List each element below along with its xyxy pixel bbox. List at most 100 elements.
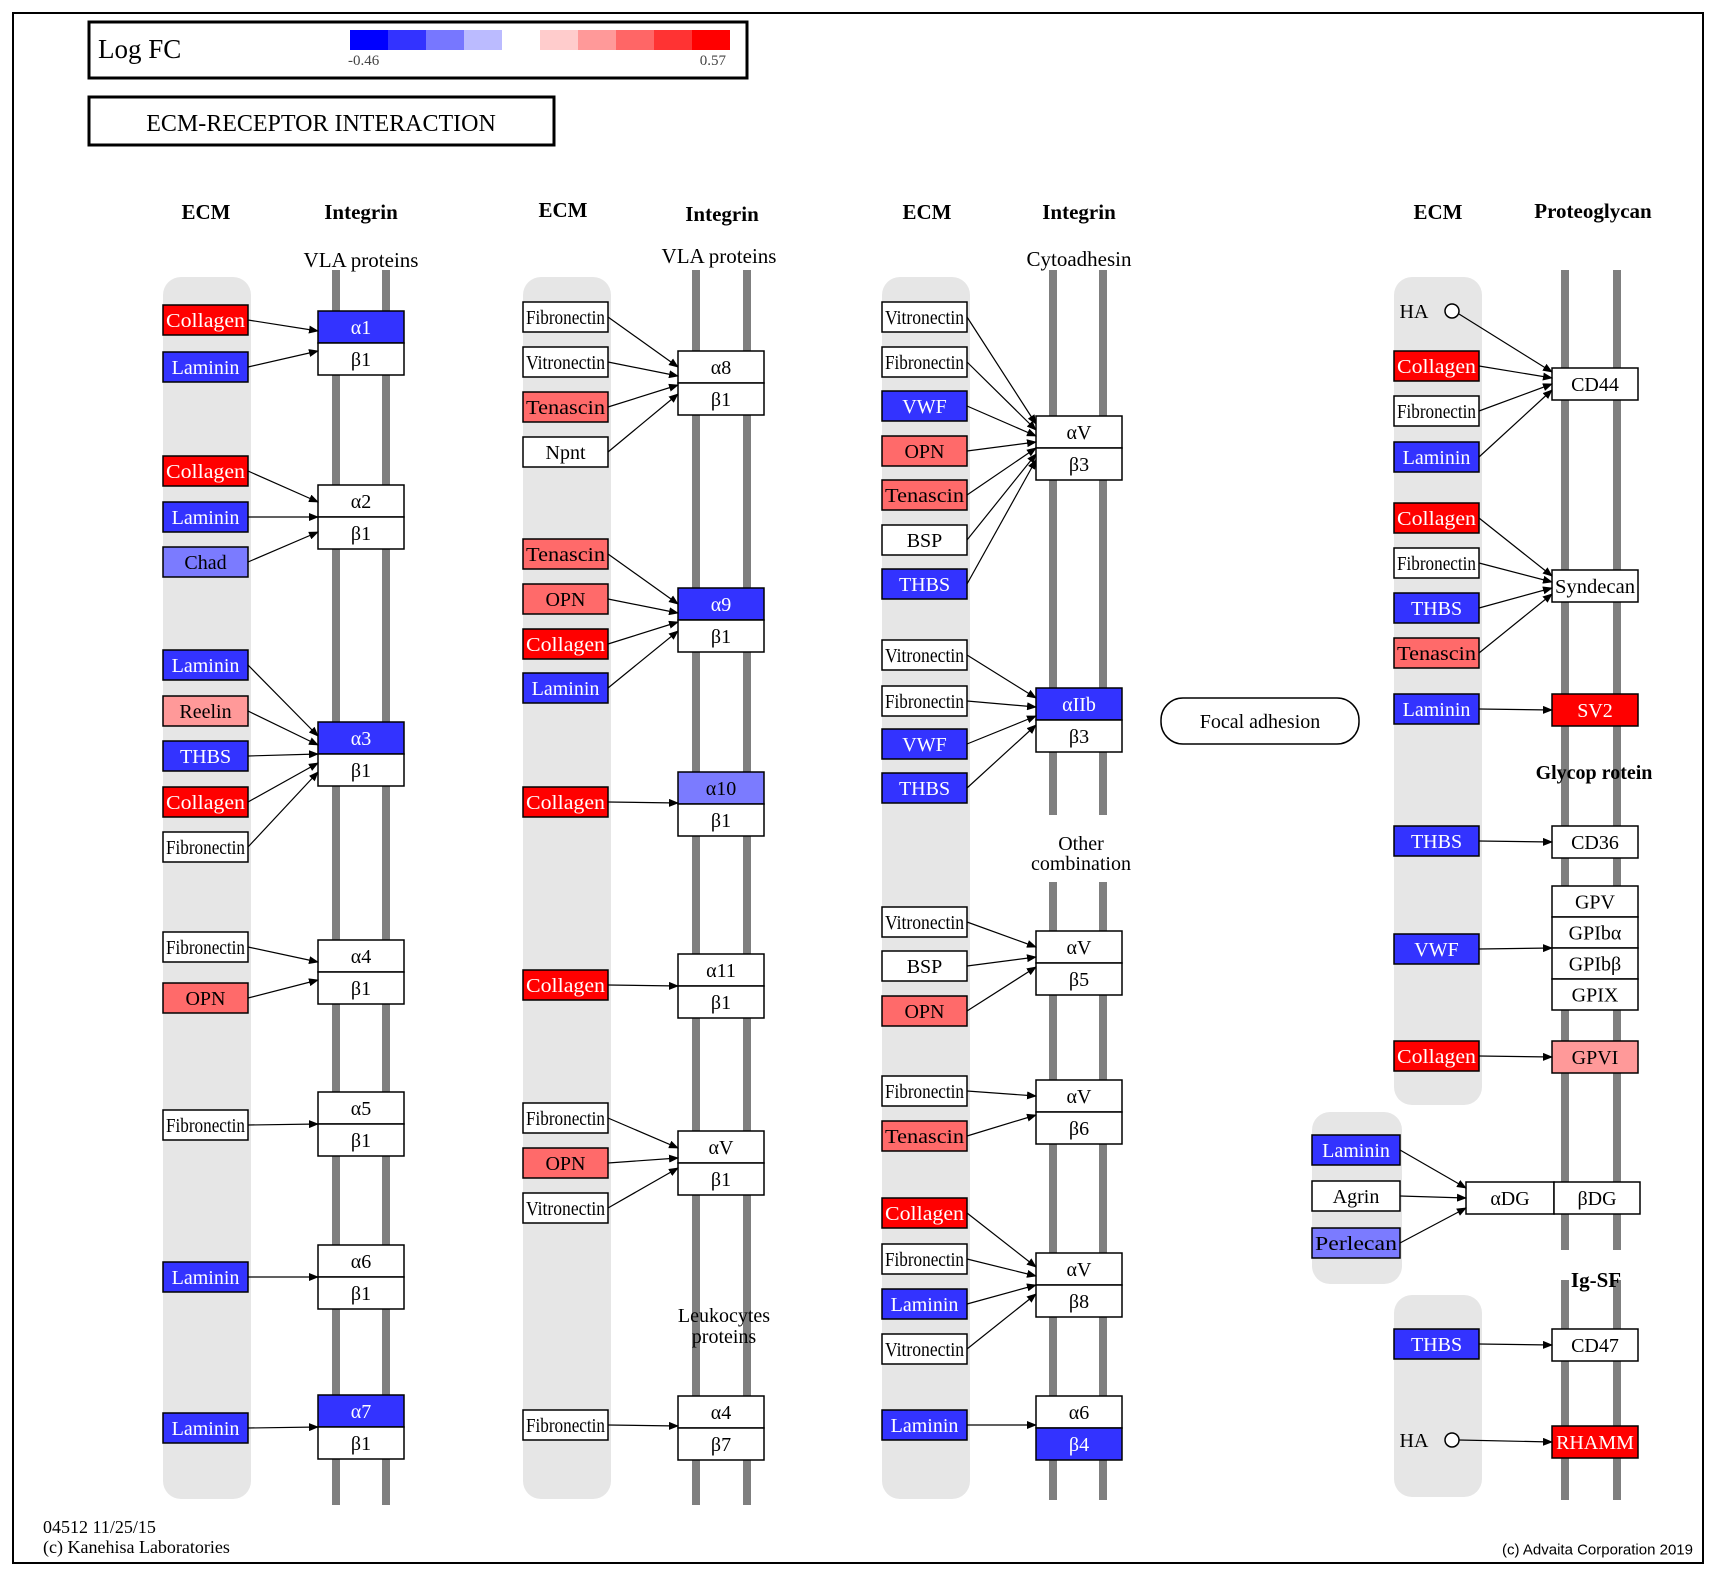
receptor-b4[interactable]: β4	[1035, 1427, 1123, 1461]
receptor-b3[interactable]: β3	[1035, 719, 1123, 753]
receptor-a10[interactable]: α10	[677, 771, 765, 805]
receptor-b1[interactable]: β1	[317, 1426, 405, 1460]
receptor-gpiba[interactable]: GPIbα	[1551, 916, 1639, 949]
gene-collagen[interactable]: Collagen	[1393, 350, 1480, 382]
receptor-b1[interactable]: β1	[317, 516, 405, 550]
gene-laminin[interactable]: Laminin	[162, 649, 249, 681]
gene-laminin[interactable]: Laminin	[881, 1288, 968, 1320]
gene-tenascin[interactable]: Tenascin	[522, 391, 609, 423]
gene-vitronectin[interactable]: Vitronectin	[881, 906, 968, 938]
gene-thbs[interactable]: THBS	[881, 772, 968, 804]
receptor-b1[interactable]: β1	[677, 619, 765, 653]
receptor-cd44[interactable]: CD44	[1551, 367, 1639, 401]
gene-laminin[interactable]: Laminin	[162, 501, 249, 533]
gene-laminin[interactable]: Laminin	[162, 1261, 249, 1293]
gene-fibronectin[interactable]: Fibronectin	[881, 1075, 968, 1107]
receptor-a6[interactable]: α6	[1035, 1395, 1123, 1429]
gene-laminin[interactable]: Laminin	[1393, 693, 1480, 725]
receptor-b8[interactable]: β8	[1035, 1284, 1123, 1318]
gene-opn[interactable]: OPN	[881, 435, 968, 467]
receptor-b1[interactable]: β1	[677, 382, 765, 416]
gene-vitronectin[interactable]: Vitronectin	[522, 346, 609, 378]
receptor-sv2[interactable]: SV2	[1551, 693, 1639, 727]
gene-vitronectin[interactable]: Vitronectin	[881, 639, 968, 671]
gene-collagen[interactable]: Collagen	[1393, 1040, 1480, 1072]
receptor-a4[interactable]: α4	[677, 1395, 765, 1429]
receptor-a11[interactable]: α11	[677, 953, 765, 987]
receptor-b3[interactable]: β3	[1035, 447, 1123, 481]
receptor-cd36[interactable]: CD36	[1551, 825, 1639, 859]
gene-collagen[interactable]: Collagen	[522, 628, 609, 660]
gene-laminin[interactable]: Laminin	[522, 672, 609, 704]
gene-collagen[interactable]: Collagen	[162, 786, 249, 818]
receptor-a9[interactable]: α9	[677, 587, 765, 621]
gene-laminin[interactable]: Laminin	[1311, 1134, 1401, 1166]
receptor-gpibb[interactable]: GPIbβ	[1551, 947, 1639, 980]
receptor-b1[interactable]: β1	[317, 1123, 405, 1157]
gene-collagen[interactable]: Collagen	[162, 304, 249, 336]
receptor-gpix[interactable]: GPIX	[1551, 978, 1639, 1011]
receptor-b6[interactable]: β6	[1035, 1111, 1123, 1145]
receptor-a5[interactable]: α5	[317, 1091, 405, 1125]
gene-thbs[interactable]: THBS	[881, 568, 968, 600]
receptor-bdg[interactable]: βDG	[1553, 1181, 1641, 1215]
receptor-a7[interactable]: α7	[317, 1394, 405, 1428]
gene-collagen[interactable]: Collagen	[522, 969, 609, 1001]
gene-collagen[interactable]: Collagen	[1393, 502, 1480, 534]
gene-fibronectin[interactable]: Fibronectin	[162, 931, 249, 963]
receptor-rhamm[interactable]: RHAMM	[1551, 1425, 1639, 1459]
gene-fibronectin[interactable]: Fibronectin	[881, 346, 968, 378]
gene-fibronectin[interactable]: Fibronectin	[881, 685, 968, 717]
gene-collagen[interactable]: Collagen	[162, 455, 249, 487]
receptor-b1[interactable]: β1	[677, 1162, 765, 1196]
gene-npnt[interactable]: Npnt	[522, 436, 609, 468]
gene-thbs[interactable]: THBS	[162, 740, 249, 772]
gene-bsp[interactable]: BSP	[881, 524, 968, 556]
gene-vitronectin[interactable]: Vitronectin	[881, 1333, 968, 1365]
receptor-b1[interactable]: β1	[317, 342, 405, 376]
gene-opn[interactable]: OPN	[522, 1147, 609, 1179]
receptor-b1[interactable]: β1	[677, 803, 765, 837]
gene-laminin[interactable]: Laminin	[881, 1409, 968, 1441]
gene-tenascin[interactable]: Tenascin	[1393, 637, 1480, 669]
receptor-syndecan[interactable]: Syndecan	[1551, 569, 1639, 603]
receptor-b1[interactable]: β1	[317, 1276, 405, 1310]
gene-fibronectin[interactable]: Fibronectin	[162, 1109, 249, 1141]
gene-bsp[interactable]: BSP	[881, 950, 968, 982]
receptor-aV[interactable]: αV	[1035, 415, 1123, 449]
receptor-b7[interactable]: β7	[677, 1427, 765, 1461]
receptor-aV[interactable]: αV	[1035, 1079, 1123, 1113]
focal-adhesion-link[interactable]: Focal adhesion	[1160, 697, 1360, 745]
receptor-a8[interactable]: α8	[677, 350, 765, 384]
gene-laminin[interactable]: Laminin	[1393, 441, 1480, 473]
gene-laminin[interactable]: Laminin	[162, 351, 249, 383]
gene-agrin[interactable]: Agrin	[1311, 1180, 1401, 1212]
gene-vwf[interactable]: VWF	[881, 728, 968, 760]
receptor-a1[interactable]: α1	[317, 310, 405, 344]
receptor-aV[interactable]: αV	[677, 1130, 765, 1164]
gene-fibronectin[interactable]: Fibronectin	[162, 831, 249, 863]
receptor-cd47[interactable]: CD47	[1551, 1328, 1639, 1362]
gene-fibronectin[interactable]: Fibronectin	[1393, 547, 1480, 579]
gene-fibronectin[interactable]: Fibronectin	[522, 301, 609, 333]
receptor-gpv[interactable]: GPV	[1551, 885, 1639, 918]
receptor-a6[interactable]: α6	[317, 1244, 405, 1278]
receptor-adg[interactable]: αDG	[1465, 1181, 1555, 1215]
receptor-a4[interactable]: α4	[317, 939, 405, 973]
gene-vwf[interactable]: VWF	[881, 390, 968, 422]
receptor-gpvi[interactable]: GPVI	[1551, 1040, 1639, 1074]
gene-perlecan[interactable]: Perlecan	[1311, 1227, 1401, 1259]
gene-tenascin[interactable]: Tenascin	[881, 1120, 968, 1152]
gene-fibronectin[interactable]: Fibronectin	[522, 1409, 609, 1441]
gene-chad[interactable]: Chad	[162, 546, 249, 578]
gene-fibronectin[interactable]: Fibronectin	[1393, 395, 1480, 427]
gene-opn[interactable]: OPN	[522, 583, 609, 615]
gene-collagen[interactable]: Collagen	[881, 1197, 968, 1229]
receptor-b1[interactable]: β1	[317, 971, 405, 1005]
gene-laminin[interactable]: Laminin	[162, 1412, 249, 1444]
receptor-aIIb[interactable]: αIIb	[1035, 687, 1123, 721]
receptor-aV[interactable]: αV	[1035, 1252, 1123, 1286]
gene-vitronectin[interactable]: Vitronectin	[881, 301, 968, 333]
gene-tenascin[interactable]: Tenascin	[881, 479, 968, 511]
receptor-b5[interactable]: β5	[1035, 962, 1123, 996]
